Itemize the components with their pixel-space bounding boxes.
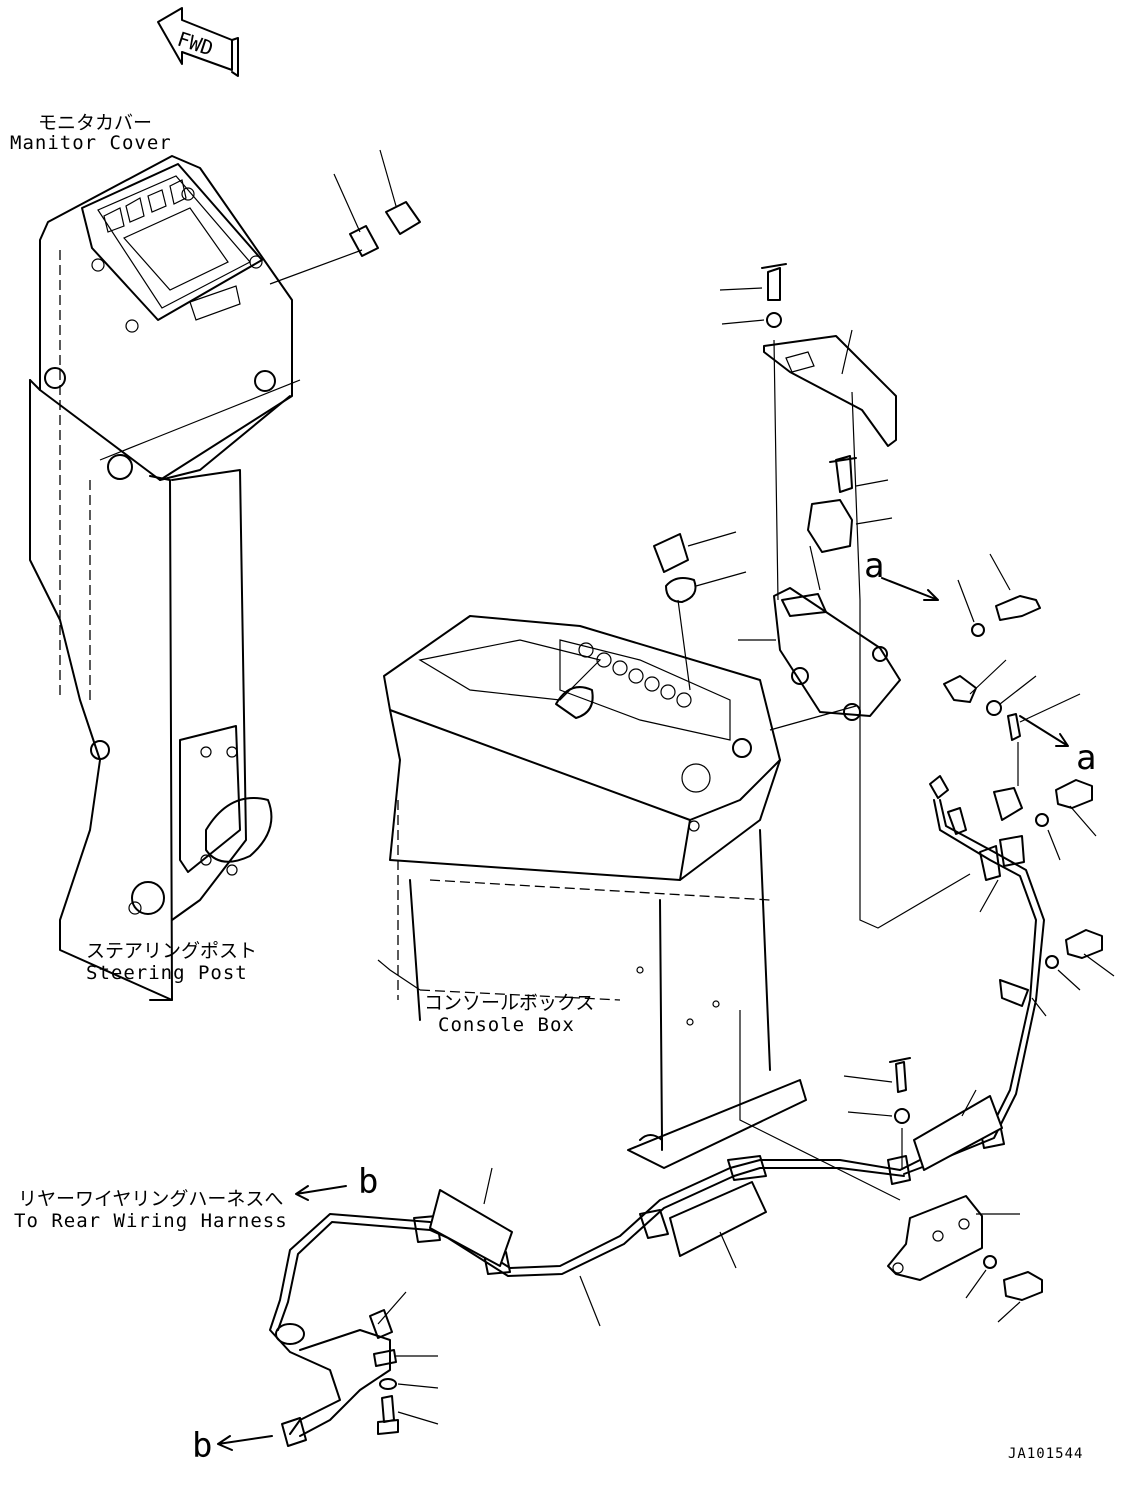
wiring-harness — [269, 742, 1047, 1447]
callout-a-top: a — [864, 546, 885, 586]
harness-protectors — [429, 1089, 1003, 1327]
console-box-label-jp: コンソールボックス — [424, 992, 595, 1014]
rear-harness-label-jp: リヤーワイヤリングハーネスへ — [18, 1188, 284, 1210]
controller-box — [738, 455, 901, 721]
fwd-arrow-icon: FWD — [157, 7, 239, 77]
steering-post — [29, 155, 301, 1001]
callout-a-bottom: a — [1076, 738, 1097, 778]
figure-number: JA101544 — [1008, 1446, 1084, 1462]
steering-post-label-jp: ステアリングポスト — [86, 940, 258, 962]
lower-bracket — [739, 600, 1043, 1323]
callout-a-bottom-arrow — [1019, 715, 1069, 747]
rear-harness-label-en: To Rear Wiring Harness — [14, 1210, 288, 1232]
monitor-cover-plugs — [269, 149, 421, 285]
callout-b-top: b — [358, 1162, 379, 1202]
lower-left-hardware — [377, 1291, 439, 1435]
callout-b-bottom: b — [192, 1426, 213, 1466]
callout-a-top-arrow — [881, 577, 939, 601]
console-box — [377, 615, 857, 1169]
switch-parts — [653, 531, 747, 691]
callout-b-bottom-arrow — [217, 1435, 273, 1451]
upper-bracket — [719, 263, 897, 601]
monitor-cover-label-jp: モニタカバー — [38, 112, 153, 134]
steering-post-label-en: Steering Post — [86, 962, 248, 984]
bolts-right — [943, 553, 1115, 991]
console-box-label-en: Console Box — [438, 1014, 575, 1036]
monitor-cover-label-en: Manitor Cover — [10, 132, 172, 154]
callout-b-top-arrow — [295, 1185, 347, 1201]
